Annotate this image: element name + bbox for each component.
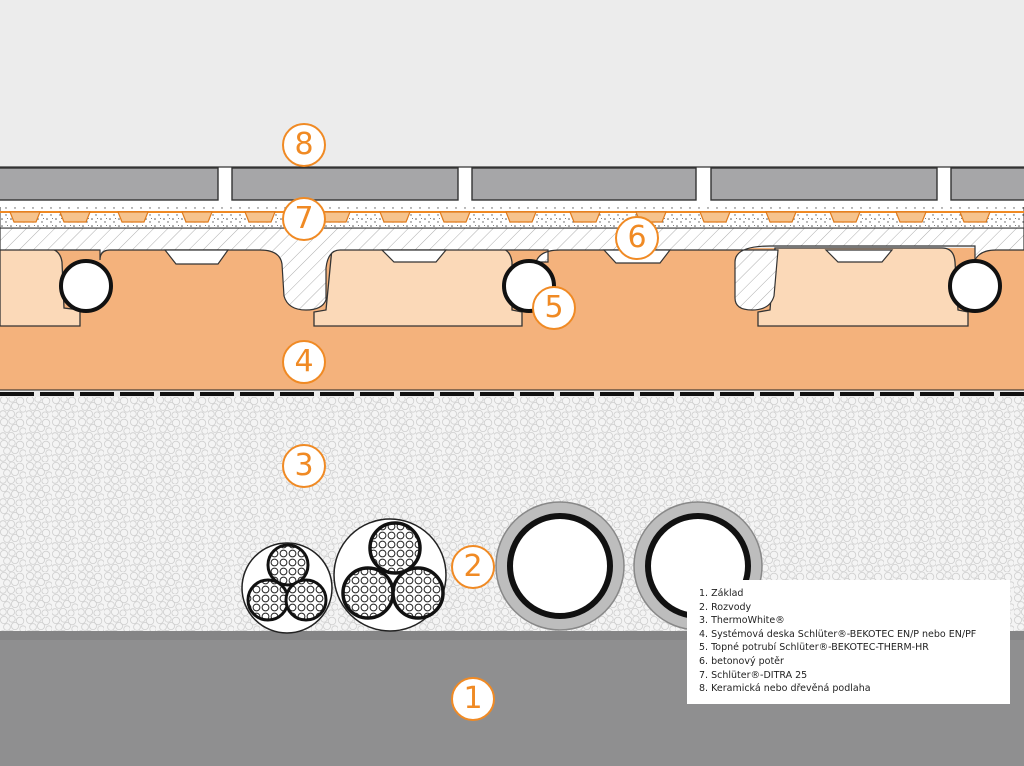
legend-item: 8. Keramická nebo dřevěná podlaha: [699, 683, 871, 695]
legend-item: 2. Rozvody: [699, 601, 752, 613]
legend-item: 6. betonový potěr: [699, 655, 784, 667]
legend-item: 3. ThermoWhite®: [699, 615, 785, 627]
screed-layer: [0, 227, 1024, 311]
legend-item: 5. Topné potrubí Schlüter®-BEKOTEC-THERM…: [699, 642, 929, 654]
legend-item: 7. Schlüter®-DITRA 25: [699, 669, 808, 681]
callout-8: 8: [282, 123, 326, 167]
callout-2: 2: [451, 545, 495, 589]
callout-3: 3: [282, 444, 326, 488]
board-light-blocks: [0, 247, 969, 327]
ditra-dovetails: [9, 211, 991, 223]
legend-list: 1. Základ 2. Rozvody 3. ThermoWhite® 4. …: [699, 587, 1010, 696]
legend-item: 4. Systémová deska Schlüter®-BEKOTEC EN/…: [699, 628, 977, 640]
board-bumps: [163, 249, 894, 265]
legend-item: 1. Základ: [699, 588, 744, 599]
tiles: [0, 167, 1024, 201]
callout-4: 4: [282, 340, 326, 384]
callout-5: 5: [532, 286, 576, 330]
callout-7: 7: [282, 197, 326, 241]
callout-6: 6: [615, 216, 659, 260]
legend-box: 1. Základ 2. Rozvody 3. ThermoWhite® 4. …: [687, 580, 1010, 704]
callout-1: 1: [451, 677, 495, 721]
